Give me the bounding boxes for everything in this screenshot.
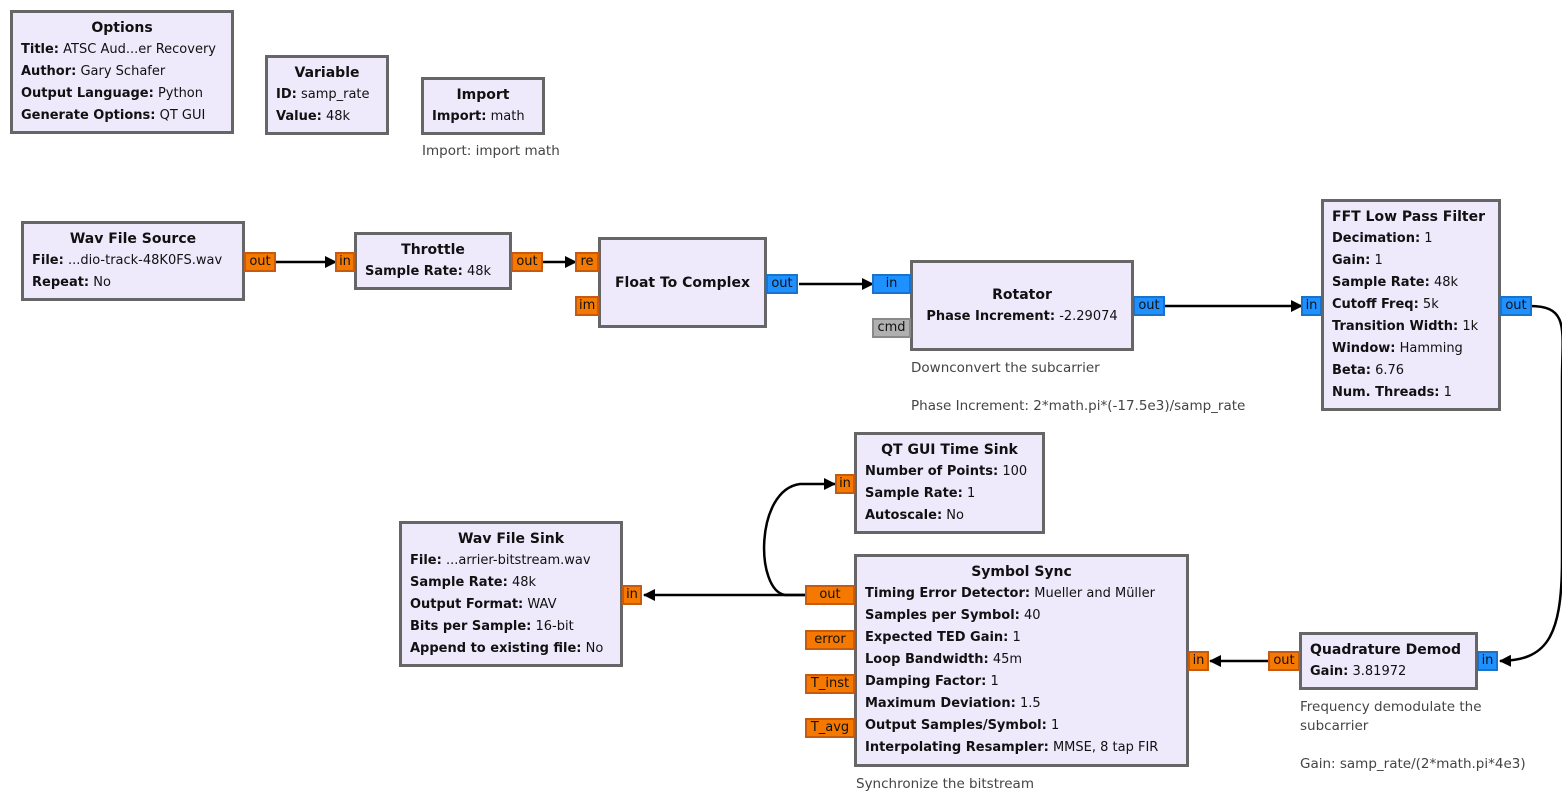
block-wav-file-sink[interactable]: Wav File Sink File: ...arrier-bitstream.… bbox=[399, 521, 623, 667]
block-title: Throttle bbox=[401, 242, 465, 258]
port-out[interactable]: out bbox=[805, 585, 855, 605]
param-gain: Gain: 3.81972 bbox=[1310, 664, 1407, 679]
block-title: QT GUI Time Sink bbox=[881, 442, 1018, 458]
param-sample-rate: Sample Rate: 48k bbox=[365, 264, 492, 279]
block-options[interactable]: Options Title: ATSC Aud...er Recovery Au… bbox=[10, 10, 234, 134]
comment-symbol-sync: Synchronize the bitstream bbox=[856, 776, 1034, 792]
comment-import: Import: import math bbox=[422, 143, 560, 159]
param-transition-width: Transition Width: 1k bbox=[1332, 319, 1479, 334]
port-in[interactable]: in bbox=[1301, 296, 1322, 316]
param-file: File: ...arrier-bitstream.wav bbox=[410, 553, 591, 568]
param-title: Title: ATSC Aud...er Recovery bbox=[21, 42, 216, 57]
param-value: Value: 48k bbox=[276, 109, 351, 124]
port-t-inst[interactable]: T_inst bbox=[805, 674, 855, 694]
port-out[interactable]: out bbox=[766, 274, 798, 294]
param-sps: Samples per Symbol: 40 bbox=[865, 608, 1041, 623]
port-in[interactable]: in bbox=[1477, 651, 1498, 671]
param-append: Append to existing file: No bbox=[410, 641, 604, 656]
param-cutoff-freq: Cutoff Freq: 5k bbox=[1332, 297, 1439, 312]
comment-quadrature-demod: Frequency demodulate the subcarrier Gain… bbox=[1300, 699, 1526, 772]
param-output-format: Output Format: WAV bbox=[410, 597, 557, 612]
param-id: ID: samp_rate bbox=[276, 87, 370, 102]
port-in[interactable]: in bbox=[835, 474, 855, 494]
port-in[interactable]: in bbox=[1188, 651, 1209, 671]
port-cmd[interactable]: cmd bbox=[872, 318, 911, 338]
block-float-to-complex[interactable]: Float To Complex bbox=[598, 237, 767, 328]
param-osps: Output Samples/Symbol: 1 bbox=[865, 718, 1060, 733]
param-num-threads: Num. Threads: 1 bbox=[1332, 385, 1452, 400]
port-t-avg[interactable]: T_avg bbox=[805, 718, 855, 738]
wire-symsync-timesink bbox=[762, 478, 836, 597]
block-throttle[interactable]: Throttle Sample Rate: 48k bbox=[354, 232, 512, 290]
block-quadrature-demod[interactable]: Quadrature Demod Gain: 3.81972 bbox=[1299, 632, 1478, 690]
port-im[interactable]: im bbox=[575, 296, 599, 316]
block-wav-file-source[interactable]: Wav File Source File: ...dio-track-48K0F… bbox=[21, 221, 245, 301]
block-variable[interactable]: Variable ID: samp_rate Value: 48k bbox=[265, 55, 389, 135]
block-title: Rotator bbox=[992, 286, 1052, 303]
param-repeat: Repeat: No bbox=[32, 275, 111, 290]
port-error[interactable]: error bbox=[805, 630, 855, 650]
param-number-of-points: Number of Points: 100 bbox=[865, 464, 1028, 479]
block-title: Wav File Sink bbox=[457, 531, 565, 547]
param-resampler: Interpolating Resampler: MMSE, 8 tap FIR bbox=[865, 740, 1159, 755]
block-fft-low-pass-filter[interactable]: FFT Low Pass Filter Decimation: 1 Gain: … bbox=[1321, 199, 1501, 411]
param-loop-bw: Loop Bandwidth: 45m bbox=[865, 652, 1023, 667]
block-symbol-sync[interactable]: Symbol Sync Timing Error Detector: Muell… bbox=[854, 554, 1189, 767]
block-qt-gui-time-sink[interactable]: QT GUI Time Sink Number of Points: 100 S… bbox=[854, 432, 1045, 534]
block-title: Options bbox=[91, 20, 153, 36]
param-damping: Damping Factor: 1 bbox=[865, 674, 999, 689]
param-beta: Beta: 6.76 bbox=[1332, 363, 1405, 378]
param-sample-rate: Sample Rate: 48k bbox=[1332, 275, 1459, 290]
block-title: FFT Low Pass Filter bbox=[1332, 209, 1486, 225]
block-rotator[interactable]: Rotator Phase Increment: -2.29074 bbox=[910, 260, 1134, 351]
param-phase-increment: Phase Increment: -2.29074 bbox=[926, 308, 1118, 324]
block-title: Variable bbox=[294, 65, 360, 81]
block-title: Float To Complex bbox=[614, 274, 750, 291]
param-import: Import: math bbox=[432, 109, 525, 124]
param-author: Author: Gary Schafer bbox=[21, 64, 166, 79]
param-window: Window: Hamming bbox=[1332, 341, 1463, 356]
param-bits-per-sample: Bits per Sample: 16-bit bbox=[410, 619, 574, 634]
block-title: Wav File Source bbox=[69, 231, 197, 247]
port-out[interactable]: out bbox=[244, 252, 276, 272]
param-ted-gain: Expected TED Gain: 1 bbox=[865, 630, 1021, 645]
param-autoscale: Autoscale: No bbox=[865, 508, 964, 523]
block-import[interactable]: Import Import: math bbox=[421, 77, 545, 135]
param-gain: Gain: 1 bbox=[1332, 253, 1383, 268]
port-in[interactable]: in bbox=[622, 585, 642, 605]
param-decimation: Decimation: 1 bbox=[1332, 231, 1433, 246]
port-in[interactable]: in bbox=[335, 252, 355, 272]
port-re[interactable]: re bbox=[575, 252, 599, 272]
block-title: Symbol Sync bbox=[971, 564, 1072, 580]
block-title: Quadrature Demod bbox=[1310, 642, 1461, 658]
port-out[interactable]: out bbox=[1133, 296, 1165, 316]
param-sample-rate: Sample Rate: 48k bbox=[410, 575, 537, 590]
param-generate-options: Generate Options: QT GUI bbox=[21, 108, 206, 123]
param-sample-rate: Sample Rate: 1 bbox=[865, 486, 976, 501]
param-ted: Timing Error Detector: Mueller and Mülle… bbox=[865, 586, 1155, 601]
port-out[interactable]: out bbox=[511, 252, 543, 272]
port-out[interactable]: out bbox=[1268, 651, 1300, 671]
port-out[interactable]: out bbox=[1500, 296, 1532, 316]
param-file: File: ...dio-track-48K0FS.wav bbox=[32, 253, 223, 268]
wire-lpf-quaddemod bbox=[1499, 304, 1562, 667]
param-output-language: Output Language: Python bbox=[21, 86, 203, 101]
block-title: Import bbox=[456, 87, 510, 103]
param-max-dev: Maximum Deviation: 1.5 bbox=[865, 696, 1041, 711]
port-in[interactable]: in bbox=[872, 274, 911, 294]
comment-rotator: Downconvert the subcarrier Phase Increme… bbox=[911, 360, 1246, 414]
